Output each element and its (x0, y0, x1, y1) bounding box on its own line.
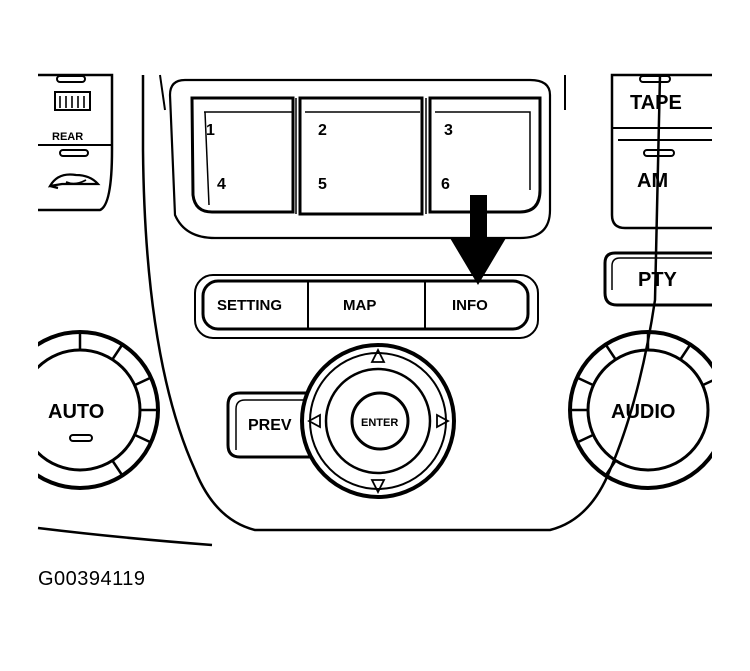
rear-defrost-button[interactable]: REAR (52, 91, 91, 143)
preset-2[interactable]: 2 (318, 122, 327, 139)
preset-1[interactable]: 1 (206, 122, 215, 139)
prev-label: PREV (248, 417, 292, 434)
setting-button[interactable]: SETTING (217, 297, 282, 314)
up-arrow-icon[interactable] (370, 347, 386, 363)
down-arrow-icon[interactable] (370, 479, 386, 495)
am-button[interactable]: AM (637, 170, 668, 192)
tape-label: TAPE (630, 92, 682, 114)
audio-label: AUDIO (611, 401, 675, 423)
navigation-dial: ENTER (300, 343, 456, 499)
function-bar: SETTING MAP INFO (194, 274, 539, 339)
am-label: AM (637, 170, 668, 192)
indicator-light (639, 75, 671, 83)
indicator-light (69, 434, 93, 442)
preset-6[interactable]: 6 (441, 176, 450, 193)
info-button[interactable]: INFO (452, 297, 488, 314)
auto-label: AUTO (48, 401, 104, 423)
prev-button[interactable]: PREV (226, 391, 318, 459)
tape-button[interactable]: TAPE (630, 92, 682, 114)
pty-button[interactable]: PTY (603, 251, 712, 307)
info-label: INFO (452, 297, 488, 314)
pointer-arrow-icon (450, 195, 506, 285)
right-audio-panel: TAPE AM PTY (603, 73, 712, 307)
indicator-light (643, 149, 675, 157)
enter-label: ENTER (361, 417, 398, 429)
pty-label: PTY (638, 269, 678, 291)
recirculation-icon (47, 173, 101, 190)
preset-4[interactable]: 4 (217, 176, 226, 193)
trim-line (37, 526, 213, 547)
figure-id: G00394119 (38, 568, 146, 590)
left-climate-panel: REAR (38, 73, 114, 212)
preset-display: 1 2 3 4 5 6 (168, 78, 552, 240)
left-arrow-icon[interactable] (307, 413, 321, 429)
rear-defrost-icon (59, 96, 85, 108)
auto-knob[interactable]: AUTO (0, 320, 160, 510)
right-arrow-icon[interactable] (436, 413, 450, 429)
preset-3[interactable]: 3 (444, 122, 453, 139)
recirculation-button[interactable] (47, 173, 101, 190)
map-button[interactable]: MAP (343, 297, 376, 314)
indicator-light (59, 149, 89, 157)
setting-label: SETTING (217, 297, 282, 314)
enter-button[interactable]: ENTER (350, 391, 410, 451)
rear-label: REAR (52, 131, 83, 143)
audio-knob[interactable]: AUDIO (568, 320, 750, 510)
preset-5[interactable]: 5 (318, 176, 327, 193)
console-bezel (141, 74, 662, 532)
indicator-light (56, 75, 86, 83)
map-label: MAP (343, 297, 376, 314)
